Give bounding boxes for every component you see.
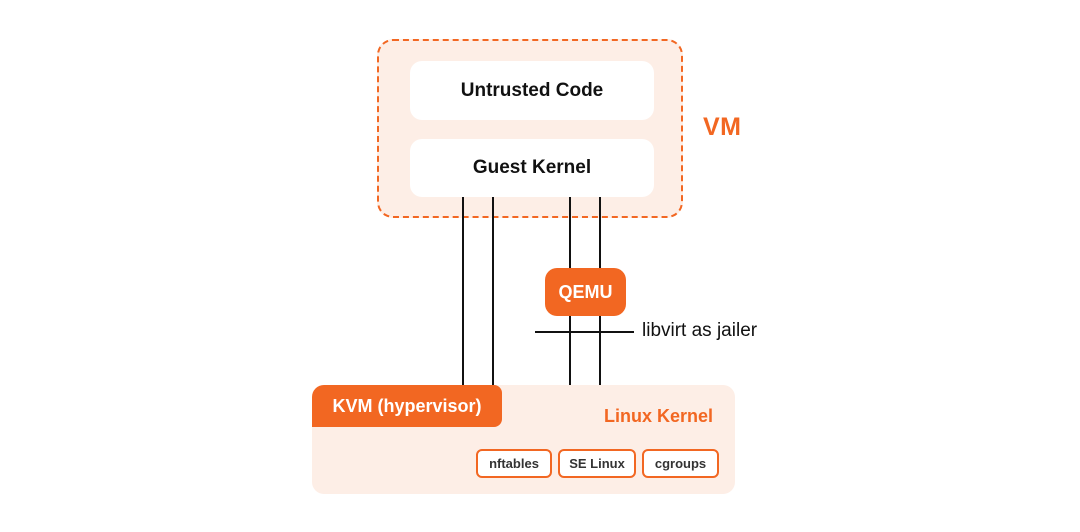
cgroups-chip: cgroups bbox=[642, 449, 719, 478]
vm-label: VM bbox=[703, 113, 742, 141]
nftables-label: nftables bbox=[489, 456, 539, 471]
linux-kernel-label: Linux Kernel bbox=[604, 406, 714, 426]
guest-kernel-label: Guest Kernel bbox=[472, 157, 592, 178]
kvm-hypervisor-box: KVM (hypervisor) bbox=[312, 385, 502, 427]
qemu-box: QEMU bbox=[545, 268, 626, 316]
kvm-label: KVM (hypervisor) bbox=[332, 395, 482, 416]
cgroups-label: cgroups bbox=[654, 456, 707, 471]
selinux-label: SE Linux bbox=[569, 456, 625, 471]
guest-kernel-box: Guest Kernel bbox=[410, 139, 654, 197]
nftables-chip: nftables bbox=[476, 449, 552, 478]
untrusted-code-label: Untrusted Code bbox=[460, 79, 604, 101]
untrusted-code-box: Untrusted Code bbox=[410, 61, 654, 120]
libvirt-jailer-label: libvirt as jailer bbox=[642, 320, 758, 341]
qemu-label: QEMU bbox=[558, 281, 613, 302]
selinux-chip: SE Linux bbox=[558, 449, 636, 478]
